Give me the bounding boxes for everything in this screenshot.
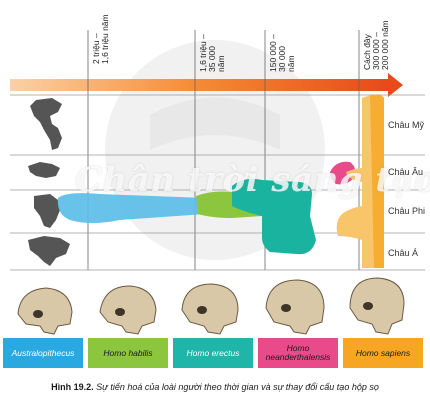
europe-map-icon: [28, 162, 60, 178]
skull-australopithecus-icon: [17, 287, 73, 335]
time-label-3: 150 000 – 30 000 năm: [268, 34, 296, 72]
australopithecus-range: [57, 193, 208, 223]
region-label-asia: Châu Á: [388, 248, 419, 258]
skull-homo-habilis-icon: [99, 285, 157, 335]
asia-map-icon: [28, 236, 70, 266]
africa-map-icon: [34, 194, 60, 228]
species-label-homo-habilis: Homo habilis: [88, 338, 168, 368]
background-book-icon: [150, 97, 280, 150]
time-label-1-line2: 1,6 triệu năm: [100, 14, 110, 64]
time-label-4: Cách đây 300 000 – 200 000 năm: [362, 20, 390, 70]
watermark-text: Chân trời sáng tạo: [75, 160, 430, 200]
time-label-1: 2 triệu – 1,6 triệu năm: [91, 14, 110, 64]
homo-sapiens-core: [370, 94, 384, 269]
skulls: [17, 277, 405, 335]
region-label-americas: Châu Mỹ: [388, 120, 425, 130]
figure-number: Hình 19.2.: [51, 382, 94, 392]
time-label-4-line3: 200 000 năm: [380, 20, 390, 70]
region-label-africa: Châu Phi: [388, 206, 426, 216]
time-arrow-shaft: [10, 79, 388, 91]
skull-homo-sapiens-icon: [349, 277, 405, 335]
homo-erectus-range: [232, 178, 316, 255]
species-label-homo-neanderthalensis: Homo neanderthalensis: [258, 338, 338, 368]
figure-caption: Hình 19.2. Sự tiến hoá của loài người th…: [0, 382, 430, 392]
time-label-2-line3: năm: [216, 55, 226, 72]
figure-caption-text: Sự tiến hoá của loài người theo thời gia…: [96, 382, 379, 392]
skull-homo-neanderthalensis-icon: [265, 279, 325, 335]
time-label-2: 1,6 triệu – 35 000 năm: [198, 34, 226, 72]
region-label-europe: Châu Âu: [388, 167, 424, 177]
species-label-australopithecus: Australopithecus: [3, 338, 83, 368]
time-arrow-head: [388, 73, 403, 97]
homo-neanderthalensis-range: [330, 161, 356, 185]
continent-maps: [28, 98, 70, 266]
skull-homo-erectus-icon: [181, 283, 239, 335]
species-label-homo-erectus: Homo erectus: [173, 338, 253, 368]
americas-map-icon: [30, 98, 62, 150]
species-label-homo-sapiens: Homo sapiens: [343, 338, 423, 368]
time-label-3-line3: năm: [286, 55, 296, 72]
